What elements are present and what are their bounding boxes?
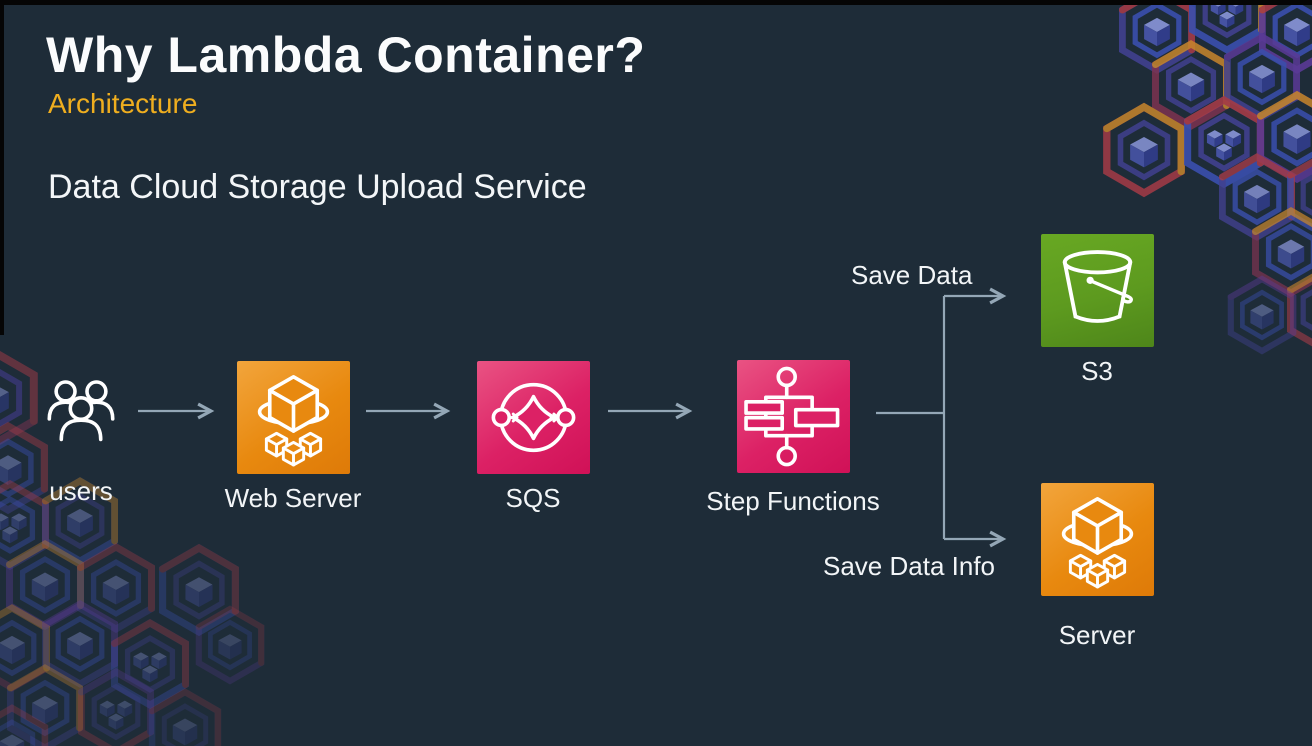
node-label-users: users: [49, 476, 113, 506]
slide-subtitle: Architecture: [48, 88, 198, 119]
node-sqs: SQS: [433, 361, 633, 514]
node-label-s3: S3: [1081, 356, 1113, 386]
lambda-container-icon: [1040, 483, 1154, 596]
node-label-web-server: Web Server: [224, 483, 362, 513]
step-functions-icon: [736, 360, 850, 473]
page-title: Why Lambda Container?: [46, 27, 646, 83]
node-label-step-functions: Step Functions: [706, 486, 880, 516]
diagram-heading: Data Cloud Storage Upload Service: [48, 168, 587, 206]
sqs-queue-icon: [476, 361, 590, 474]
node-label-sqs: SQS: [505, 483, 561, 513]
edge-label-save-data: Save Data: [851, 260, 973, 290]
node-label-server: Server: [1058, 620, 1136, 650]
node-users: users: [0, 376, 181, 507]
node-step-functions: Step Functions: [693, 360, 893, 517]
node-server: Server: [997, 483, 1197, 651]
node-web-server: Web Server: [193, 361, 393, 514]
users-icon: [45, 376, 117, 448]
top-edge-bar: [0, 0, 1312, 5]
lambda-container-icon: [236, 361, 350, 474]
left-edge-bar: [0, 0, 4, 335]
s3-bucket-icon: [1040, 234, 1154, 347]
node-s3: S3: [997, 234, 1197, 387]
edge-label-save-data-info: Save Data Info: [823, 551, 995, 581]
